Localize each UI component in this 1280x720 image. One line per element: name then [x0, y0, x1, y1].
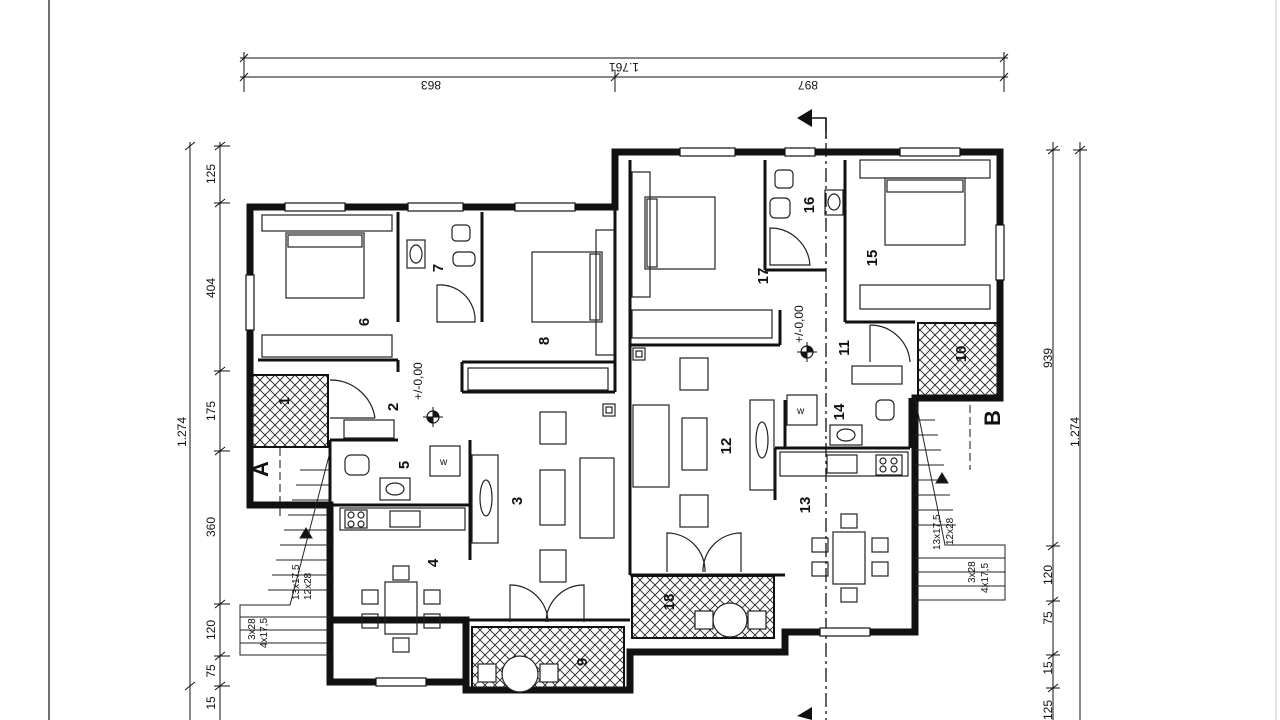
- bed-room-6: [261, 214, 393, 358]
- room-label-13: 13: [797, 497, 814, 514]
- room-label-17: 17: [755, 268, 772, 285]
- dim-left-75: 75: [204, 664, 218, 678]
- room-label-3: 3: [509, 497, 526, 505]
- toilet-5-fixtures: [344, 445, 461, 501]
- dim-left-360: 360: [204, 517, 218, 537]
- room-label-4: 4: [425, 558, 442, 567]
- living-room-12-furniture: [632, 347, 775, 528]
- terrace-18-furniture: [666, 532, 767, 638]
- appliance-mark-w2: w: [796, 406, 805, 417]
- room-label-15: 15: [864, 250, 881, 267]
- dim-top-left: 863: [421, 78, 441, 92]
- entrance-doors: [329, 324, 911, 439]
- right-dimension-chain: 939 120 75 15 125 1.274: [1041, 142, 1087, 720]
- dim-left-15: 15: [204, 696, 218, 710]
- bed-room-8: [467, 229, 615, 391]
- dim-right-75: 75: [1041, 611, 1055, 625]
- section-mark-b: B: [980, 410, 1005, 426]
- top-dimension-chain: 1.761 863 897: [239, 52, 1009, 92]
- level-marker-left: [423, 407, 443, 427]
- stair-right-tread: 12x28: [945, 517, 956, 545]
- dim-right-15: 15: [1041, 661, 1055, 675]
- stair-right-flight: 13x17,5: [932, 514, 943, 550]
- room-label-1: 1: [276, 397, 293, 405]
- terrace-10: [917, 322, 1001, 397]
- bed-room-17: [631, 171, 773, 339]
- room-label-8: 8: [536, 337, 553, 345]
- kitchen-4-furniture: [339, 507, 466, 653]
- stair-left-landing-b: 4x17,5: [259, 618, 270, 648]
- stair-left-tread: 12x28: [303, 572, 314, 600]
- living-room-3-furniture: [471, 403, 616, 583]
- bathroom-14-fixtures: [786, 394, 895, 446]
- dim-right-939: 939: [1041, 348, 1055, 368]
- room-label-14: 14: [831, 403, 848, 420]
- stair-right-landing-a: 3x28: [967, 561, 978, 583]
- dim-right-125: 125: [1041, 700, 1055, 720]
- bathroom-7-fixtures: [406, 224, 476, 323]
- dim-left-175: 175: [204, 401, 218, 421]
- bathroom-16-fixtures: [769, 169, 844, 266]
- windows: [245, 147, 1005, 687]
- stair-left-landing-a: 3x28: [247, 618, 258, 640]
- left-dimension-chain: 125 404 175 360 120 75 15 1.274: [175, 141, 230, 720]
- room-label-5: 5: [396, 461, 413, 469]
- section-line: A B: [248, 109, 1005, 720]
- room-label-10: 10: [953, 346, 970, 363]
- stair-left: [239, 451, 331, 656]
- room-label-9: 9: [574, 658, 591, 666]
- appliance-mark-w1: w: [439, 457, 448, 468]
- stair-left-flight: 13x17,5: [291, 564, 302, 600]
- room-label-11: 11: [836, 340, 853, 356]
- section-mark-a: A: [248, 461, 273, 477]
- level-text-right: +/-0,00: [792, 305, 806, 343]
- terrace-9-furniture: [477, 584, 585, 693]
- level-text-left: +/-0,00: [411, 362, 425, 400]
- level-marker-right: [797, 342, 817, 362]
- room-label-7: 7: [430, 264, 447, 272]
- dim-right-total: 1.274: [1068, 417, 1082, 447]
- stair-right-landing-b: 4x17,5: [980, 563, 991, 593]
- dim-left-125: 125: [204, 164, 218, 184]
- section-arrow-top-icon: [797, 109, 812, 127]
- room-numbers: 1 2 3 4 5 6 7 8 9 10 11 12 13 14 15 16 1…: [276, 197, 970, 667]
- room-label-6: 6: [356, 318, 373, 326]
- room-label-18: 18: [661, 594, 678, 611]
- room-label-2: 2: [385, 403, 402, 411]
- bed-room-15: [859, 159, 991, 310]
- terrace-1: [249, 374, 329, 448]
- kitchen-13-furniture: [779, 451, 909, 603]
- dim-left-404: 404: [204, 278, 218, 298]
- dim-left-120: 120: [204, 620, 218, 640]
- section-arrow-bottom-icon: [797, 707, 812, 720]
- dim-top-total: 1.761: [609, 60, 639, 74]
- dim-left-total: 1.274: [175, 417, 189, 447]
- room-label-12: 12: [718, 438, 735, 455]
- dim-right-120: 120: [1041, 565, 1055, 585]
- stair-right: [914, 397, 1006, 601]
- dim-top-right: 897: [798, 78, 818, 92]
- room-label-16: 16: [801, 197, 818, 214]
